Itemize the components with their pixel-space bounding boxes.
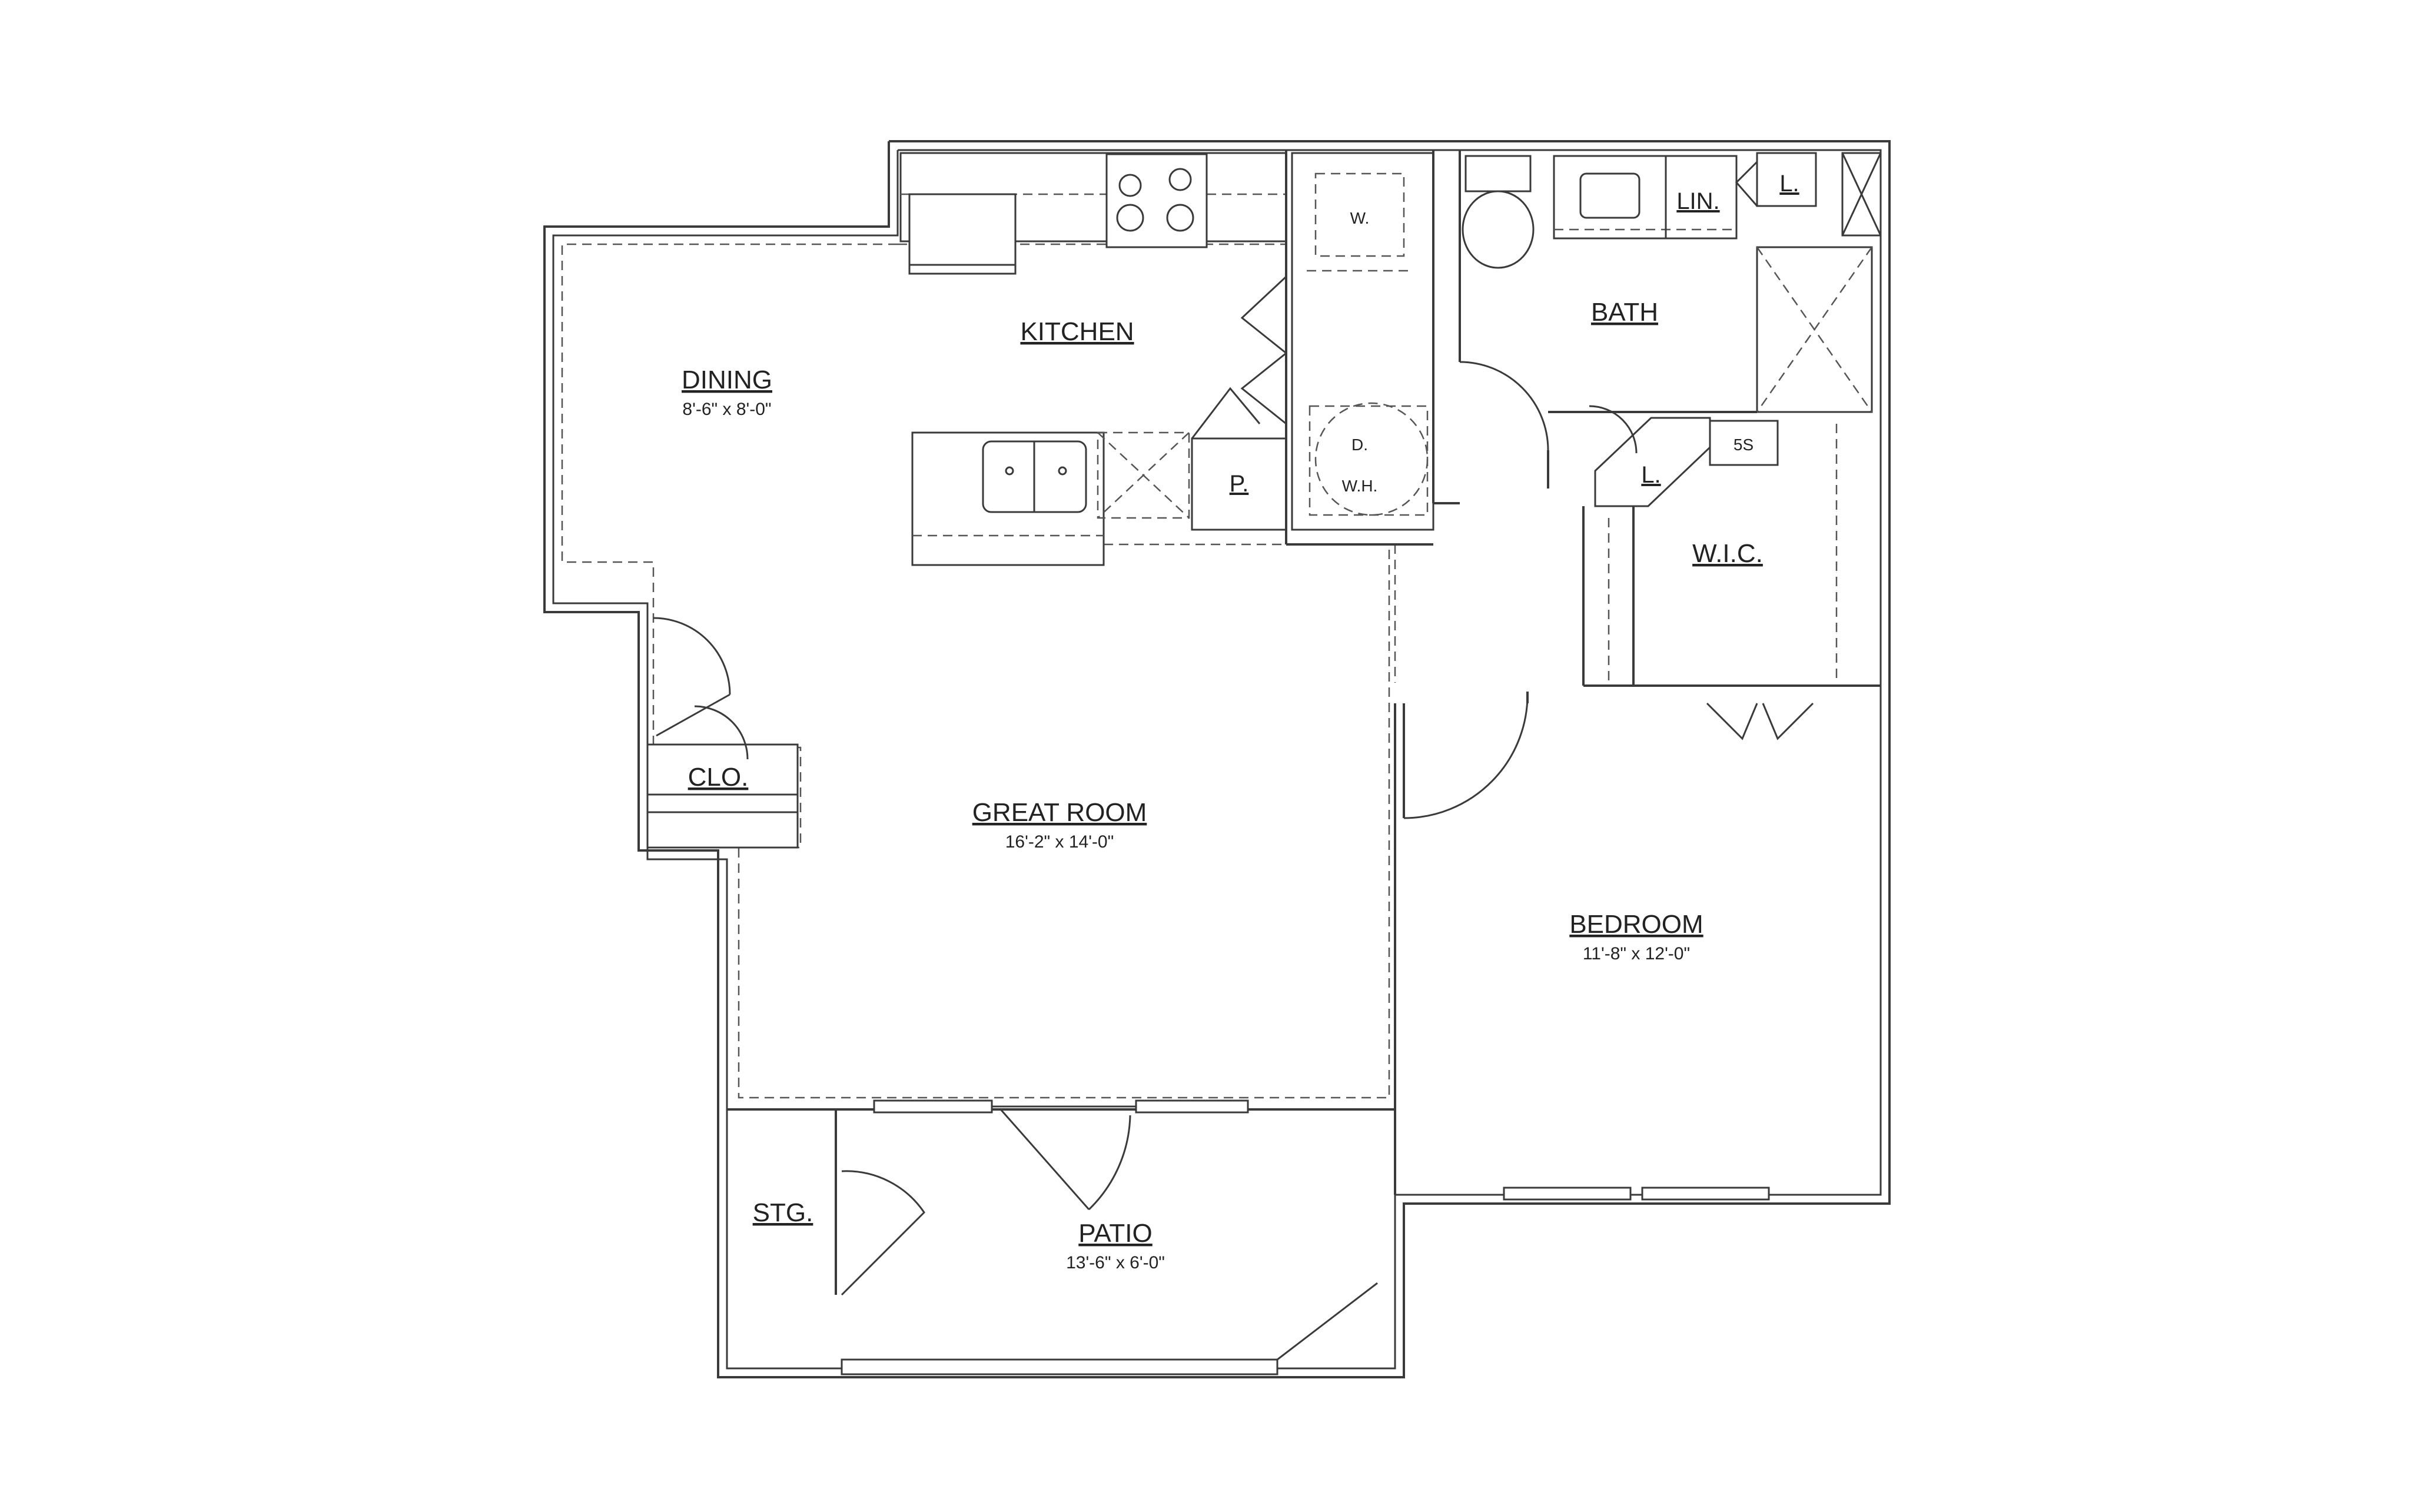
linen-label: LIN. bbox=[1676, 188, 1719, 214]
storage-label: STG. bbox=[753, 1198, 813, 1227]
range bbox=[1105, 153, 1208, 248]
bath-sink bbox=[1579, 172, 1640, 219]
entry-door-swing bbox=[653, 617, 731, 695]
patio-door-swing bbox=[1088, 1115, 1131, 1211]
bedroom-door-swing bbox=[1403, 691, 1529, 819]
dryer-label: D. bbox=[1351, 436, 1368, 454]
wic-linen-closet-label: L. bbox=[1641, 462, 1661, 488]
walk-in-closet bbox=[1582, 424, 1881, 740]
outer-walls bbox=[543, 140, 1891, 1378]
entry bbox=[646, 617, 799, 849]
shower-x2 bbox=[1756, 247, 1873, 413]
shelf-label: 5S bbox=[1733, 436, 1754, 454]
entry-closet bbox=[646, 743, 799, 849]
dishwasher bbox=[908, 193, 1017, 275]
linen-door bbox=[1735, 161, 1758, 207]
wic-bifold-left bbox=[1706, 702, 1758, 740]
wic-bifold-right bbox=[1762, 702, 1814, 740]
shelf-5s bbox=[1709, 420, 1779, 466]
patio-dim: 13'-6" x 6'-0" bbox=[1066, 1253, 1165, 1272]
dining-dim: 8'-6" x 8'-0" bbox=[682, 400, 771, 419]
patio-corner-line bbox=[1277, 1282, 1378, 1361]
fridge-x2 bbox=[1097, 432, 1190, 519]
laundry bbox=[1286, 150, 1434, 546]
hvac-x2 bbox=[1841, 152, 1882, 236]
laundry-bifold-door bbox=[1240, 275, 1288, 425]
labels: KITCHEN DINING 8'-6" x 8'-0" GREAT ROOM … bbox=[682, 171, 1799, 1272]
patio-label: PATIO bbox=[1078, 1219, 1153, 1248]
storage-door bbox=[841, 1170, 925, 1296]
dining-label: DINING bbox=[682, 365, 772, 394]
sink-drain-1 bbox=[1005, 466, 1014, 476]
wall-outline-main bbox=[543, 140, 1891, 1378]
burner-3 bbox=[1116, 204, 1144, 232]
bedroom bbox=[1394, 691, 1770, 1201]
closet-door-swing bbox=[694, 705, 749, 760]
wall-outline-inner bbox=[552, 149, 1882, 1370]
dining-great-dash bbox=[561, 243, 1390, 1099]
bedroom-dim: 11'-8" x 12'-0" bbox=[1583, 944, 1690, 963]
burner-4 bbox=[1166, 204, 1194, 232]
burner-1 bbox=[1118, 174, 1142, 197]
entry-door-leaf bbox=[656, 693, 730, 737]
toilet-bowl bbox=[1462, 190, 1535, 269]
patio bbox=[727, 1099, 1395, 1375]
bath-door-swing bbox=[1459, 361, 1549, 451]
bedroom-window-2 bbox=[1641, 1187, 1770, 1201]
water-heater-label: W.H. bbox=[1342, 477, 1378, 495]
vanity bbox=[1553, 155, 1738, 240]
sink-drain-2 bbox=[1058, 466, 1067, 476]
water-heater bbox=[1314, 402, 1429, 516]
patio-window-1 bbox=[873, 1099, 993, 1114]
bedroom-window-1 bbox=[1503, 1187, 1632, 1201]
kitchen bbox=[899, 150, 1288, 566]
toilet-tank bbox=[1464, 155, 1532, 192]
pantry bbox=[1191, 437, 1287, 531]
bath-linen-closet bbox=[1756, 152, 1817, 207]
bedroom-label: BEDROOM bbox=[1569, 910, 1703, 939]
washer-label: W. bbox=[1350, 209, 1370, 227]
kitchen-label: KITCHEN bbox=[1020, 317, 1134, 346]
bath bbox=[1433, 150, 1882, 507]
burner-2 bbox=[1168, 168, 1192, 191]
bath-linen-closet-label: L. bbox=[1779, 171, 1799, 197]
wic-label: W.I.C. bbox=[1692, 539, 1763, 568]
patio-door-leaf bbox=[999, 1109, 1090, 1210]
closet-label: CLO. bbox=[688, 763, 749, 792]
patio-window-2 bbox=[1135, 1099, 1249, 1114]
patio-railing bbox=[841, 1358, 1278, 1375]
bath-label: BATH bbox=[1591, 298, 1658, 327]
pantry-door bbox=[1191, 387, 1261, 439]
pantry-label: P. bbox=[1230, 471, 1249, 497]
washer bbox=[1314, 172, 1405, 257]
wic-linen-door bbox=[1589, 405, 1638, 454]
refrigerator-space bbox=[1097, 431, 1190, 519]
great-room-dim: 16'-2" x 14'-0" bbox=[1005, 832, 1114, 852]
dryer bbox=[1309, 405, 1429, 516]
great-room-label: GREAT ROOM bbox=[972, 798, 1147, 827]
